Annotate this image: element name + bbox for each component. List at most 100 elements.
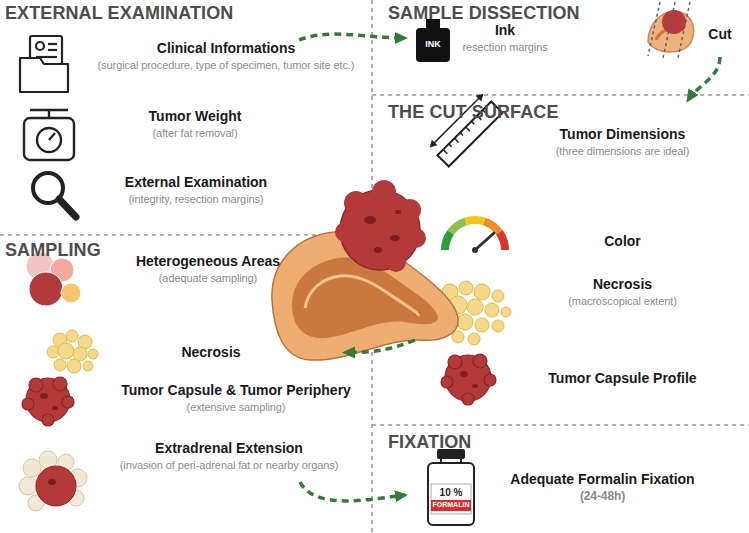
necrosis-icon-part [501,307,511,317]
color-gauge-part [475,233,494,250]
necrosis-icon-part [83,361,93,371]
color-gauge-part [466,220,485,221]
folder-icon-part [36,42,44,50]
cut-icon-part [662,10,686,34]
adrenal-illustration-part [364,216,376,224]
divider-line-part [372,94,749,96]
flow-arrow [345,340,415,353]
necrosis-icon-part [485,303,499,317]
step-item: Necrosis [77,340,345,365]
necrosis-icon-part [474,284,490,300]
extradrenal-icon [19,451,87,511]
item-title: Tumor Weight [100,108,290,125]
step-item: Heterogeneous Areas(adequate sampling) [100,253,316,293]
adrenal-illustration-part [399,199,421,221]
capsule-icon-part [52,406,58,410]
necrosis-icon-part [88,349,98,359]
step-item: Tumor Dimensions(three dimensions are id… [430,100,735,162]
color-gauge-part [484,222,499,233]
adrenal-illustration-part [386,252,406,272]
ruler-icon-part-part [454,138,458,142]
scale-icon-part [49,133,55,140]
ink-bottle [416,19,450,62]
magnifier-icon [33,173,76,217]
step-item: Necrosis(macroscopical extent) [415,270,735,350]
scale-icon-part [37,128,61,152]
capsule-icon-part [40,393,48,399]
capsule-icon-part [22,398,34,410]
necrosis-icon [47,330,98,373]
extradrenal-icon-part [36,466,76,506]
item-note: (macroscopical extent) [510,294,735,308]
capsule-icon [441,354,496,405]
heterogeneous-icon-part [61,283,81,303]
item-note: (extensive sampling) [110,400,362,414]
magnifier-icon-part [59,199,76,217]
color-gauge-part [472,247,478,253]
adrenal-illustration-part [335,222,355,242]
step-item: Color [430,222,735,260]
necrosis-icon-part [475,318,489,332]
section-band: THE CUT SURFACETumor Dimensions(three di… [372,95,749,425]
item-title: Necrosis [77,344,345,361]
color-gauge-part [451,222,466,233]
step-item: Clinical Informations(surgical procedure… [80,40,372,80]
step-item: Tumor Capsule & Tumor Periphery(extensiv… [110,382,362,422]
necrosis-icon-part [459,281,473,295]
item-note: (surgical procedure, type of specimen, t… [80,58,372,72]
capsule-icon-part [460,371,468,377]
capsule-icon-part [484,374,496,386]
color-gauge [445,220,505,253]
extradrenal-icon-part [19,477,37,495]
ink-bottle-part [416,28,450,62]
icon-label: INK [418,39,448,50]
item-title: Heterogeneous Areas [100,253,316,270]
icon-label: 10 % [431,487,471,499]
folder-icon-part [48,43,57,45]
cut-icon-part [663,2,675,58]
item-note: (after fat removal) [100,126,290,140]
adrenal-illustration [272,180,458,360]
section-heading: EXTERNAL EXAMINATION [5,2,372,24]
ruler-icon-part-part [460,133,463,136]
ruler-icon-part-part [443,150,447,154]
capsule-icon-part [29,378,43,392]
capsule-icon-part [472,384,478,388]
step-item: Extradrenal Extension(invasion of peri-a… [95,440,363,482]
step-item: External Examination(integrity, resectio… [96,174,296,212]
capsule-icon-part [53,377,67,391]
capsule-icon-part [473,354,487,368]
capsule-icon [22,377,74,426]
step-item: Tumor Capsule Profile [430,362,735,396]
capsule-icon-part [462,393,474,405]
adrenal-illustration-part [305,276,418,316]
cut-icon-part [678,2,690,58]
adrenal-illustration-part [292,258,438,339]
scale-icon-part [24,118,74,160]
heterogeneous-icon-part [29,272,63,306]
cut-icon-part [648,2,660,56]
necrosis-icon-part [54,359,66,371]
adrenal-illustration-part [374,247,382,253]
folder-icon-part [20,58,68,92]
item-title: Tumor Capsule Profile [510,370,735,387]
section-heading: SAMPLE DISSECTION [388,2,749,24]
capsule-icon-part [448,355,462,369]
item-title: Necrosis [510,276,735,293]
item-title: Tumor Dimensions [510,126,735,143]
item-title: Clinical Informations [80,40,372,57]
item-title: Adequate Formalin Fixation [470,471,735,488]
necrosis-icon-part [452,331,464,343]
section-heading: THE CUT SURFACE [388,101,749,123]
flow-arrow [299,34,405,40]
necrosis-icon-part [492,290,504,302]
section-heading: FIXATION [388,431,749,453]
scale-icon [24,110,74,160]
necrosis-icon-part [492,320,504,332]
necrosis-icon-part [457,314,473,330]
heterogeneous-icon [26,252,81,306]
